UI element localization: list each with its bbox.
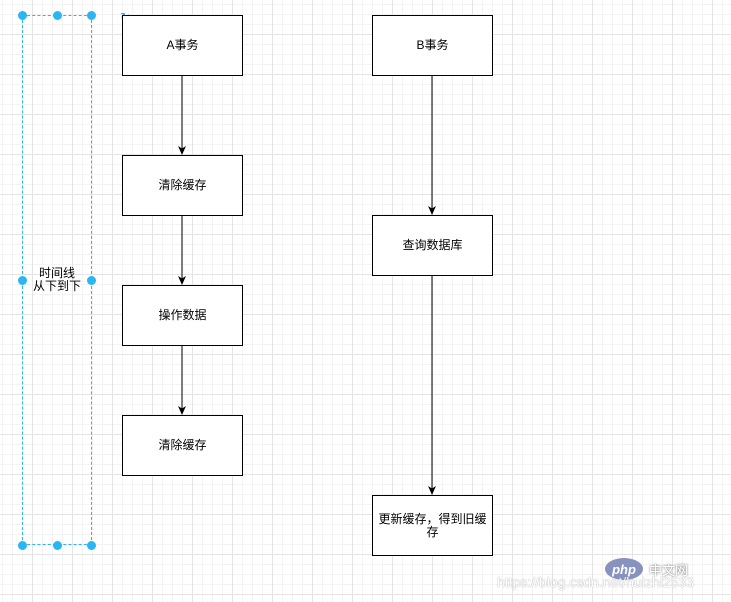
php-watermark: php 中文网 xyxy=(605,558,688,580)
transaction-a-step-clear-cache-2[interactable]: 清除缓存 xyxy=(122,415,243,476)
resize-handle-middle-right[interactable] xyxy=(87,276,96,285)
php-site-text: 中文网 xyxy=(649,562,689,578)
php-logo: php xyxy=(605,558,643,580)
transaction-b-step-query-db[interactable]: 查询数据库 xyxy=(372,215,493,276)
resize-handle-top-left[interactable] xyxy=(18,11,27,20)
transaction-b-step-update-cache[interactable]: 更新缓存，得到旧缓存 xyxy=(372,495,493,556)
timeline-box[interactable]: 时间线 从下到下 ↻ xyxy=(18,11,131,550)
transaction-b-step-text: 查询数据库 xyxy=(402,238,463,252)
transaction-a-step-clear-cache-1[interactable]: 清除缓存 xyxy=(122,155,243,216)
resize-handle-bottom-right[interactable] xyxy=(87,541,96,550)
transaction-a-step-operate-data[interactable]: 操作数据 xyxy=(122,285,243,346)
transaction-a-title[interactable]: A事务 xyxy=(122,15,243,76)
timeline-label: 时间线 从下到下 xyxy=(32,266,81,293)
csdn-watermark-url: https://blog.csdn.net/huizhi2533 xyxy=(497,574,694,590)
transaction-a-step-text: 操作数据 xyxy=(158,308,207,322)
resize-handle-bottom-center[interactable] xyxy=(53,541,62,550)
resize-handle-top-right[interactable] xyxy=(87,11,96,20)
resize-handle-top-center[interactable] xyxy=(53,11,62,20)
transaction-a-step-text: 清除缓存 xyxy=(158,438,207,452)
transaction-a-title-text: A事务 xyxy=(166,38,199,52)
transaction-b-step-text: 更新缓存，得到旧缓存 xyxy=(378,511,487,539)
transaction-b-title-text: B事务 xyxy=(416,38,449,52)
transaction-b-title[interactable]: B事务 xyxy=(372,15,493,76)
resize-handle-bottom-left[interactable] xyxy=(18,541,27,550)
transaction-a-step-text: 清除缓存 xyxy=(158,178,207,192)
resize-handle-middle-left[interactable] xyxy=(18,276,27,285)
